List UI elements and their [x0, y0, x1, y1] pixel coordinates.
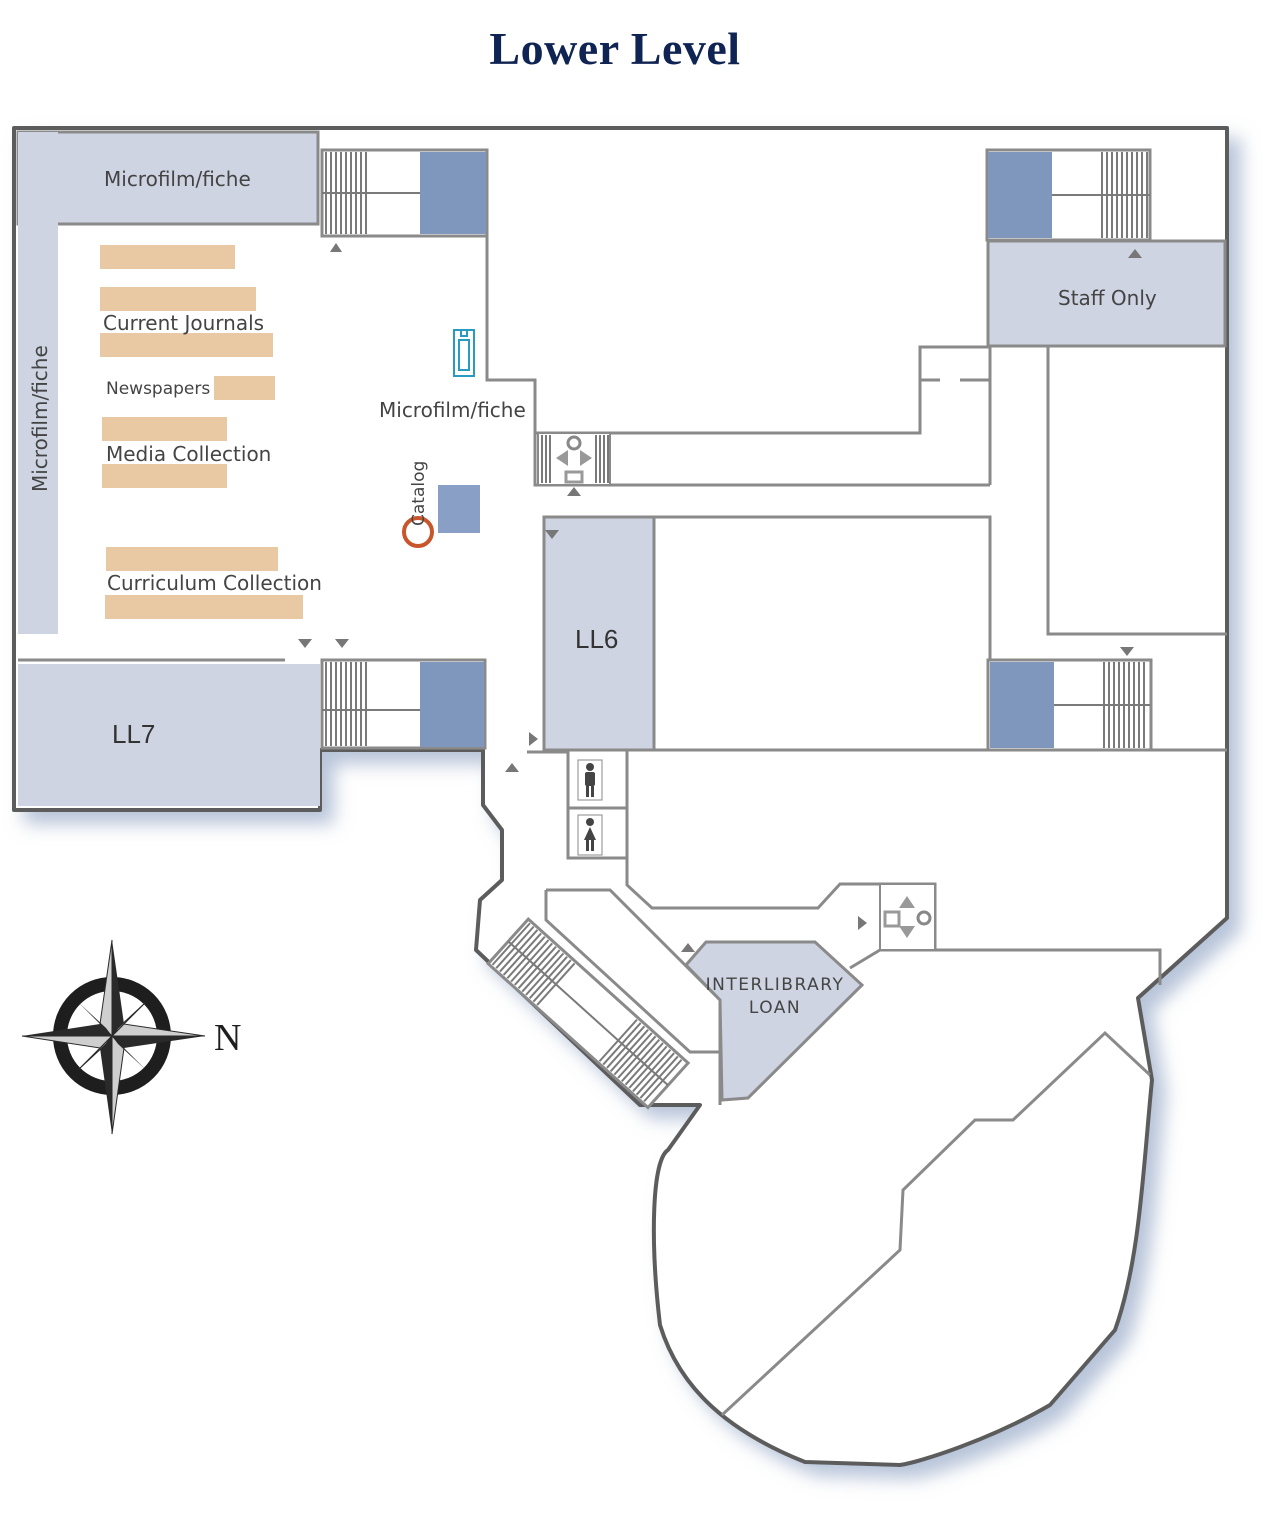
room-ll7 — [18, 664, 320, 806]
label-microfilm-top: Microfilm/fiche — [104, 167, 251, 191]
shelf — [214, 376, 275, 400]
direction-arrow-icon — [529, 732, 538, 746]
shelf — [100, 245, 235, 269]
stair-tread — [506, 935, 546, 979]
stair-tread — [621, 1039, 661, 1082]
stairs-icon — [320, 658, 487, 750]
direction-arrow-icon — [505, 763, 519, 772]
stair-tread — [491, 922, 531, 966]
direction-arrow-icon — [1120, 647, 1134, 656]
stair-tread — [639, 1055, 679, 1099]
stairs-icon — [986, 658, 1153, 752]
label-interlibrary-line1: INTERLIBRARY — [706, 975, 845, 995]
microfilm-reader-icon — [453, 329, 475, 377]
shelf — [100, 333, 273, 357]
shelf — [102, 464, 227, 488]
stair-tread — [598, 1018, 638, 1062]
stair-tread — [499, 929, 539, 973]
shelf — [105, 595, 303, 619]
direction-arrow-icon — [330, 243, 342, 252]
stair-tread — [628, 1045, 668, 1089]
label-ll7: LL7 — [112, 719, 155, 749]
stair-tread — [536, 962, 576, 1006]
direction-arrow-icon — [681, 943, 695, 952]
stair-tread — [624, 1042, 664, 1086]
shelf — [100, 287, 256, 311]
direction-arrow-icon — [298, 639, 312, 648]
label-ll6: LL6 — [575, 624, 618, 654]
stairs-icon — [486, 916, 691, 1110]
room-ll6 — [542, 515, 656, 752]
stair-tread — [602, 1022, 642, 1066]
label-curriculum-collection: Curriculum Collection — [107, 571, 322, 595]
building-outline — [12, 126, 1229, 1467]
microfilm-room-side — [18, 132, 58, 634]
catalog-terminal — [438, 485, 480, 533]
stair-tread — [609, 1028, 649, 1072]
stair-tread — [495, 925, 535, 969]
shelf — [102, 417, 227, 441]
stair-tread — [528, 956, 568, 1000]
label-current-journals: Current Journals — [103, 311, 264, 335]
stair-tread — [635, 1052, 675, 1096]
stairs-icon — [320, 148, 489, 238]
shelf — [106, 547, 278, 571]
stair-tread — [510, 939, 550, 983]
catalog-logo-icon: Catalog — [402, 461, 434, 548]
stair-tread — [502, 932, 542, 976]
stair-tread — [632, 1049, 672, 1093]
direction-arrow-icon — [335, 639, 349, 648]
label-media-collection: Media Collection — [106, 442, 271, 466]
womens-restroom-icon — [577, 814, 603, 856]
stair-tread — [613, 1032, 653, 1076]
stair-tread — [517, 946, 557, 989]
elevator-icon — [879, 883, 936, 951]
label-interlibrary-line2: LOAN — [749, 998, 801, 1018]
room-staff-only — [986, 239, 1227, 348]
label-microfilm-center: Microfilm/fiche — [379, 398, 526, 422]
map-title: Lower Level — [489, 23, 741, 74]
compass-rose-icon: N — [21, 939, 241, 1135]
room-interlibrary-loan — [683, 940, 865, 1102]
compass-north-label: N — [214, 1017, 241, 1059]
stair-tread — [514, 942, 553, 986]
stair-tread — [525, 952, 565, 996]
direction-arrow-icon — [567, 487, 581, 496]
stair-tread — [643, 1059, 683, 1103]
label-staff-only: Staff Only — [1058, 286, 1157, 310]
elevator-icon — [537, 432, 611, 486]
direction-arrow-icon — [1128, 249, 1142, 258]
direction-arrows — [298, 243, 1142, 952]
label-microfilm-side: Microfilm/fiche — [28, 345, 52, 492]
stair-tread — [617, 1035, 657, 1079]
catalog-label: Catalog — [409, 461, 429, 526]
stairs-icon — [985, 148, 1152, 242]
stair-tread — [521, 949, 561, 993]
label-newspapers: Newspapers — [106, 379, 210, 399]
shelves — [100, 245, 303, 619]
stair-tread — [532, 959, 572, 1003]
direction-arrow-icon — [858, 916, 867, 930]
direction-arrow-icon — [545, 530, 559, 539]
mens-restroom-icon — [577, 759, 603, 801]
stair-tread — [606, 1025, 646, 1069]
